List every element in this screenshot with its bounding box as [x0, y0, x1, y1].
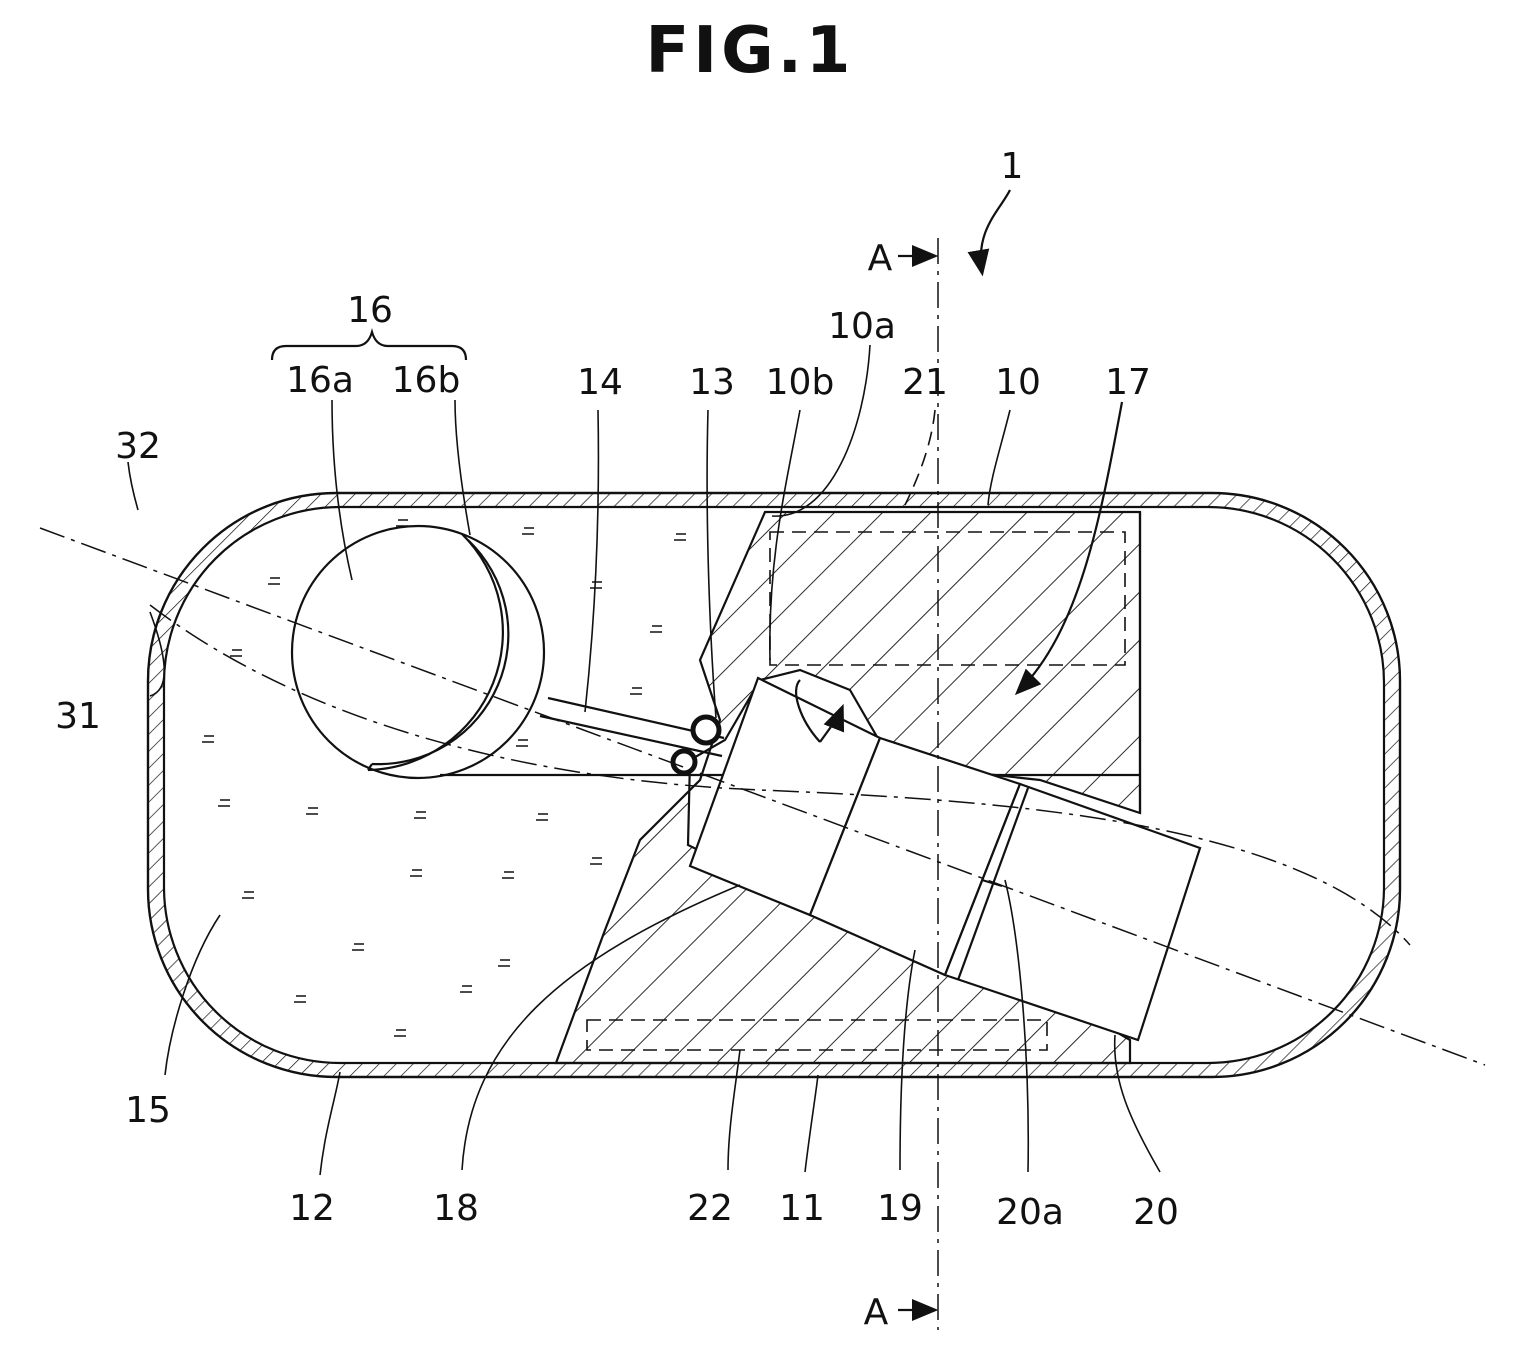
label-31: 31 — [55, 696, 101, 737]
label-14: 14 — [577, 362, 623, 403]
label-12: 12 — [289, 1188, 335, 1229]
label-13: 13 — [689, 362, 735, 403]
label-20: 20 — [1133, 1192, 1179, 1233]
label-20a: 20a — [996, 1192, 1064, 1233]
label-10b: 10b — [766, 362, 835, 403]
label-15: 15 — [125, 1090, 171, 1131]
label-18: 18 — [433, 1188, 479, 1229]
label-19: 19 — [877, 1188, 923, 1229]
label-32: 32 — [115, 426, 161, 467]
label-22: 22 — [687, 1188, 733, 1229]
label-1: 1 — [1001, 146, 1024, 187]
figure-title: FIG.1 — [646, 14, 855, 88]
label-16b: 16b — [392, 360, 461, 401]
label-10a: 10a — [828, 306, 896, 347]
brace-16 — [272, 332, 466, 360]
label-10: 10 — [995, 362, 1041, 403]
label-16a: 16a — [286, 360, 354, 401]
label-section-top: A — [868, 238, 893, 279]
label-11: 11 — [779, 1188, 825, 1229]
label-section-bottom: A — [864, 1292, 889, 1333]
float-16 — [292, 526, 544, 778]
label-17: 17 — [1105, 362, 1151, 403]
arrow-1 — [981, 190, 1010, 272]
label-21: 21 — [902, 362, 948, 403]
label-16: 16 — [347, 290, 393, 331]
